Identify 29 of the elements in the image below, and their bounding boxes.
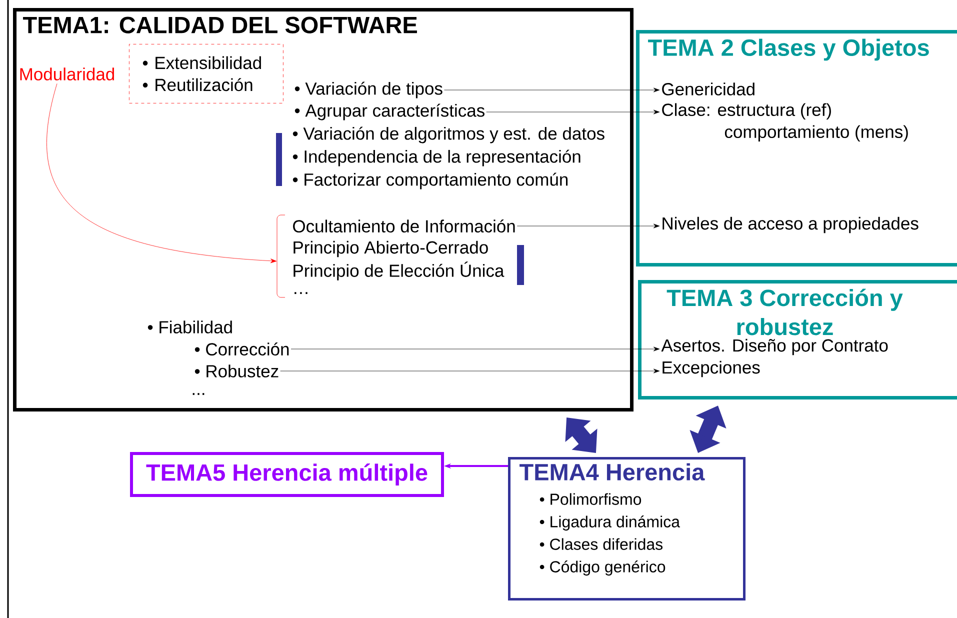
arrow bbox=[516, 224, 660, 228]
arrow bbox=[280, 368, 660, 374]
list-item: Principio Abierto-Cerrado bbox=[294, 240, 488, 258]
topic-box: TEMA4 Herencia • Polimorfismo • Ligadura dinámica • Clases diferidas • Código genérico bbox=[508, 457, 746, 600]
list-item: Asertos. Diseño por Contrato bbox=[661, 338, 888, 356]
arrow bbox=[46, 83, 277, 264]
list-item: Niveles de acceso a propiedades bbox=[662, 216, 918, 234]
list-item: Excepciones bbox=[662, 360, 760, 378]
list-item: Principio de Elección Única bbox=[294, 262, 504, 280]
list-item: Genericidad bbox=[662, 82, 754, 96]
list-item: • Agrupar características bbox=[294, 104, 484, 120]
arrow bbox=[486, 110, 660, 114]
topic-box: TEMA5 Herencia múltiple bbox=[130, 452, 444, 497]
list-item: • Factorizar comportamiento común bbox=[292, 172, 568, 190]
arrow bbox=[444, 88, 660, 92]
list-item: Clase: estructura (ref) comportamiento (mens) bbox=[662, 103, 908, 142]
list-item: • Variación de tipos bbox=[294, 82, 442, 98]
list-item: • Independencia de la representación bbox=[292, 150, 580, 166]
modularity-label: Modularidad bbox=[20, 68, 114, 80]
list-item: Ocultamiento de Información bbox=[293, 219, 515, 233]
arrow bbox=[290, 346, 660, 352]
list-item: • Corrección bbox=[194, 342, 289, 356]
list-item: • Robustez bbox=[194, 364, 278, 378]
list-item: • Variación de algoritmos y est. de datos bbox=[292, 126, 604, 144]
list-item: ... bbox=[192, 393, 204, 395]
curly-bracket bbox=[276, 214, 286, 298]
dashed-box: • Extensibilidad • Reutilización bbox=[129, 44, 284, 104]
arrow bbox=[565, 418, 598, 453]
list-item: • Fiabilidad bbox=[148, 320, 232, 334]
